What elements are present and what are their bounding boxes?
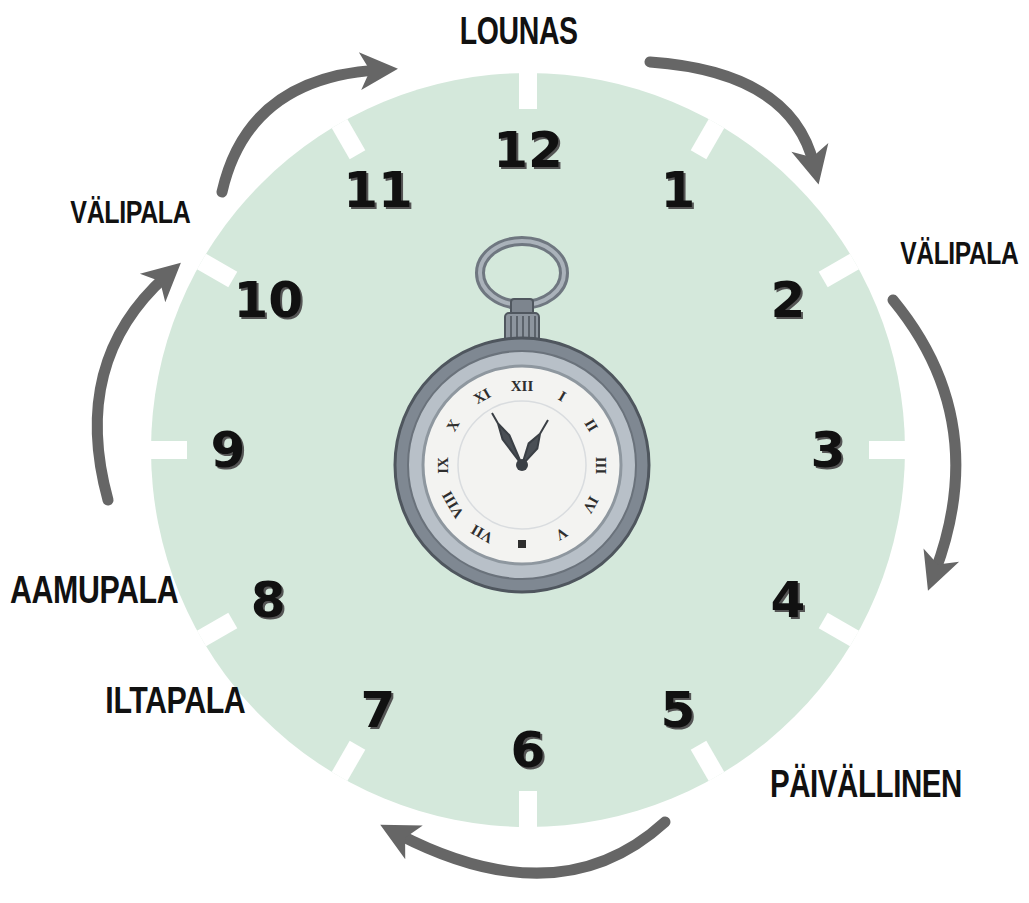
- hour-number: 2: [770, 275, 805, 325]
- meal-label: VÄLIPALA: [70, 197, 190, 228]
- meal-label: LOUNAS: [460, 12, 578, 50]
- rim-ticks: [151, 73, 905, 827]
- hour-number: 9: [211, 425, 246, 475]
- pocket-watch: [395, 241, 649, 592]
- hour-number: 8: [251, 575, 286, 625]
- dial-numeral: III: [593, 456, 608, 474]
- cycle-arrow: [97, 276, 166, 500]
- cycle-arrow: [650, 62, 814, 165]
- hour-number: 7: [361, 685, 396, 735]
- meal-label: PÄIVÄLLINEN: [770, 765, 962, 803]
- hour-number: 3: [811, 425, 846, 475]
- hour-number: 4: [770, 575, 805, 625]
- arrow-group: [97, 62, 956, 873]
- meal-label: VÄLIPALA: [900, 238, 1018, 269]
- hour-number: 5: [661, 685, 696, 735]
- dial-numeral: IX: [435, 457, 450, 474]
- hour-number: 11: [343, 165, 413, 215]
- clock-art: [151, 73, 905, 827]
- dial-numeral: XII: [511, 379, 534, 394]
- cycle-arrow: [398, 822, 665, 873]
- hour-number: 12: [493, 125, 563, 175]
- meal-label: ILTAPALA: [105, 682, 245, 719]
- hour-number: 6: [511, 725, 546, 775]
- hour-number: 1: [661, 165, 696, 215]
- hour-number: 10: [233, 275, 303, 325]
- meal-label: AAMUPALA: [10, 570, 178, 609]
- cycle-arrow: [222, 70, 378, 192]
- clock-disc: 121234567891011: [151, 73, 905, 827]
- cycle-arrow: [893, 300, 956, 572]
